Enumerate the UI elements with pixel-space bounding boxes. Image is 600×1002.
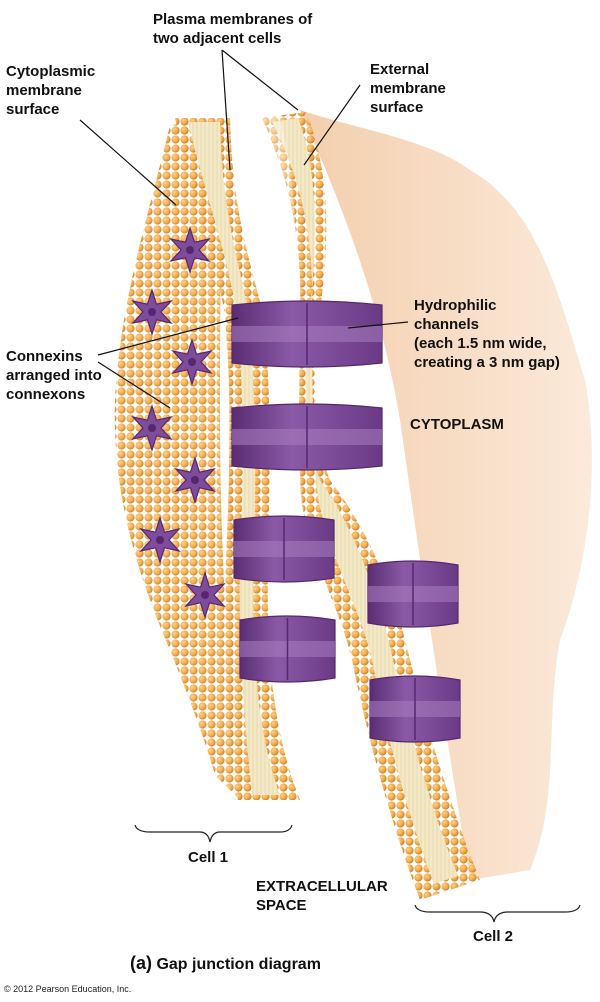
cytoplasm-region [300, 110, 592, 880]
cytoplasm-label: CYTOPLASM [410, 416, 504, 433]
connexon-star [169, 226, 211, 274]
connexon-channel [233, 515, 335, 583]
plasma-membranes-label: Plasma membranes of two adjacent cells [153, 11, 313, 47]
connexon-channel [369, 675, 461, 743]
cell1-bracket [134, 824, 293, 843]
face-connexons [131, 226, 226, 619]
caption-text: Gap junction diagram [156, 956, 321, 973]
connexon-channel [367, 560, 459, 628]
cell2-label: Cell 2 [473, 928, 514, 945]
extracellular-space [262, 118, 380, 820]
hydrophilic-channels-label: Hydrophilic channels (each 1.5 nm wide, … [414, 297, 560, 371]
figure-caption: (a) Gap junction diagram [130, 953, 321, 974]
connexon-star [174, 456, 216, 504]
connexon-star [184, 571, 226, 619]
connexins-label: Connexins arranged into connexons [6, 348, 102, 403]
cell2-bracket [414, 904, 581, 923]
hydrophilic-channels [231, 300, 461, 743]
connexon-star [171, 338, 213, 386]
connexon-channel [239, 615, 336, 683]
connexon-star [131, 288, 173, 336]
leader-lines [79, 49, 409, 409]
connexon-star [131, 404, 173, 452]
cytoplasmic-surface-label: Cytoplasmic membrane surface [6, 63, 96, 118]
connexon-channel [231, 300, 383, 368]
cytoplasmic-membrane-surface [114, 120, 240, 800]
copyright-notice: © 2012 Pearson Education, Inc. [4, 984, 132, 994]
connexon-channel [231, 403, 383, 471]
caption-letter: (a) [130, 953, 152, 973]
cell1-label: Cell 1 [188, 849, 229, 866]
connexon-star [139, 516, 181, 564]
external-surface-label: External membrane surface [370, 61, 446, 116]
extracellular-label: EXTRACELLULAR SPACE [256, 878, 388, 914]
